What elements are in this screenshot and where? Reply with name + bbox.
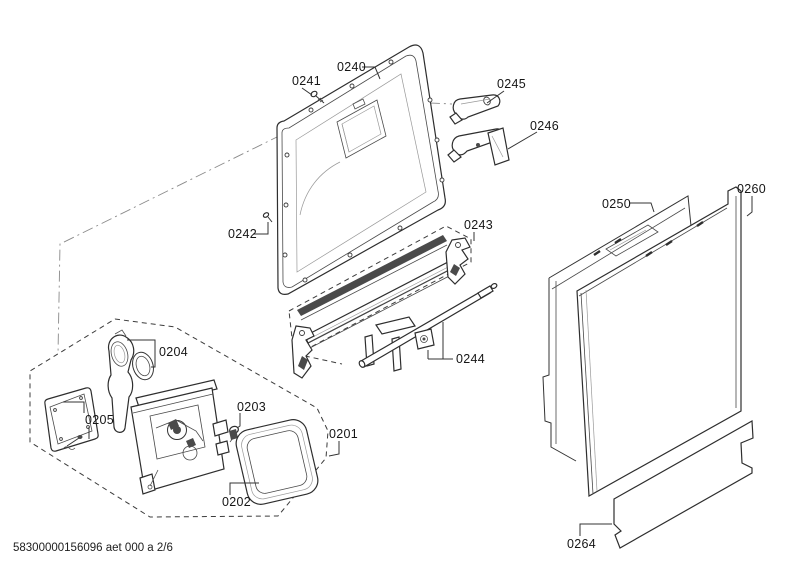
- callout-0260: 0260: [737, 182, 766, 196]
- leader-0240: [362, 66, 381, 80]
- cover-plate-0205: [44, 387, 99, 452]
- leader-0241: [301, 87, 313, 96]
- projection-line-left: [57, 134, 282, 355]
- callout-0250: 0250: [602, 197, 631, 211]
- outer-panel-0260: [576, 186, 742, 497]
- hinge-left: [291, 325, 315, 379]
- callout-0240: 0240: [337, 60, 366, 74]
- leader-0245: [486, 90, 505, 104]
- callout-0205: 0205: [85, 413, 114, 427]
- rod-assembly-0244: [358, 282, 498, 372]
- retainer-pin: [62, 435, 83, 450]
- inner-door-panel-0240: [276, 44, 446, 295]
- footer-document-code: 58300000156096 aet 000 a 2/6: [13, 542, 173, 554]
- screw-0241: [310, 90, 325, 104]
- latch-part-0245: [449, 94, 501, 125]
- funnel-0204: [107, 329, 135, 433]
- callout-0246: 0246: [530, 119, 559, 133]
- leader-0205a: [63, 401, 85, 413]
- dispenser-cutout: [299, 98, 387, 216]
- construction-lines: [57, 98, 453, 355]
- outer-panel-0250: [542, 195, 692, 462]
- rail-upper: [297, 235, 447, 316]
- leader-lines: [63, 66, 753, 536]
- bracket-part-0246: [447, 127, 510, 166]
- leader-0244: [427, 322, 453, 360]
- leader-0260: [746, 196, 753, 217]
- callout-0203: 0203: [237, 400, 266, 414]
- hinge-rail-group-0243: [288, 225, 472, 379]
- callout-0243: 0243: [464, 218, 493, 232]
- screw-0242: [262, 212, 273, 223]
- clip-0203: [229, 425, 239, 443]
- callout-0202: 0202: [222, 495, 251, 509]
- kick-panel-0264: [613, 420, 754, 549]
- leader-0264: [579, 523, 612, 536]
- callout-0244: 0244: [456, 352, 485, 366]
- group-box-0243: [288, 225, 472, 357]
- seal-ring: [132, 351, 154, 381]
- callout-0242: 0242: [228, 227, 257, 241]
- callout-0201: 0201: [329, 427, 358, 441]
- leader-0201: [328, 441, 340, 457]
- callout-0264: 0264: [567, 537, 596, 551]
- leader-0204: [127, 339, 156, 368]
- leader-0246: [507, 131, 538, 150]
- projection-line-handle: [344, 98, 453, 105]
- callout-0245: 0245: [497, 77, 526, 91]
- screw-holes: [282, 59, 445, 283]
- callout-labels: 0240 0241 0242 0243 0244 0245 0246 0250 …: [85, 60, 766, 551]
- leader-0242: [253, 222, 269, 235]
- hinge-right: [445, 237, 471, 285]
- callout-0204: 0204: [159, 345, 188, 359]
- callout-0241: 0241: [292, 74, 321, 88]
- frame-0202: [235, 419, 319, 505]
- leader-0250: [629, 202, 655, 213]
- leader-0202: [229, 482, 259, 495]
- leader-0203: [236, 413, 241, 429]
- dispenser-body: [130, 379, 230, 495]
